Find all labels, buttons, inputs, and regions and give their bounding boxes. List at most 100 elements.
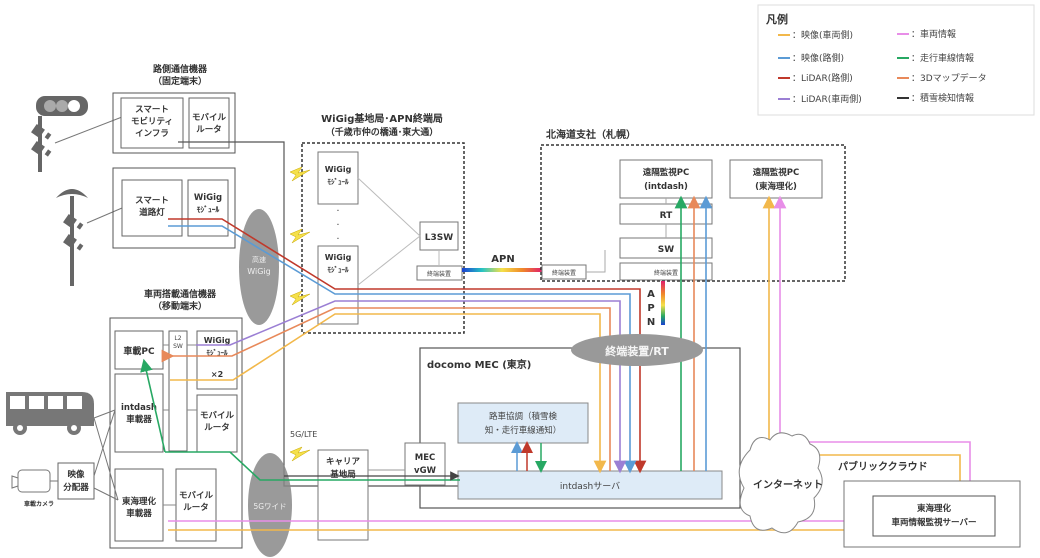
mec-vgw-box [404, 442, 446, 486]
traffic-light-icon [31, 96, 88, 172]
svg-text:インフラ: インフラ [135, 129, 169, 139]
svg-text:MEC: MEC [415, 453, 436, 463]
svg-text:車載PC: 車載PC [123, 345, 155, 357]
svg-text:映像: 映像 [67, 469, 85, 480]
svg-text:(intdash): (intdash) [644, 182, 688, 192]
mec-title: docomo MEC (東京) [427, 358, 531, 371]
svg-text:(東海理化): (東海理化) [755, 181, 797, 192]
terminal-rt-zone [571, 334, 703, 366]
svg-text:intdashサーバ: intdashサーバ [560, 481, 620, 492]
camera-icon [11, 469, 51, 493]
svg-text:：映像(路側): ：映像(路側) [792, 52, 844, 64]
intdash-server-box [457, 470, 723, 500]
svg-text:WiGig: WiGig [325, 165, 352, 174]
legend-item: ：映像(路側) [778, 52, 844, 64]
svg-text:モバイル: モバイル [179, 490, 214, 501]
hokkaido-title: 北海道支社（札幌） [546, 128, 636, 141]
svg-text:終端装置/RT: 終端装置/RT [605, 344, 669, 358]
svg-text:終端装置: 終端装置 [552, 269, 576, 277]
monitor-pc-tokai [729, 159, 823, 199]
svg-text:路車協調（積雪検: 路車協調（積雪検 [489, 411, 558, 422]
legend-item: ：映像(車両側) [778, 29, 853, 41]
roadside-title: 路側通信機器 [153, 63, 208, 75]
svg-text:5Gワイド: 5Gワイド [253, 502, 286, 511]
video-splitter-box [57, 462, 95, 500]
roadside-subtitle: （固定端末） [153, 75, 207, 87]
roadside-box-2 [112, 167, 236, 249]
svg-text:ﾓｼﾞｭｰﾙ: ﾓｼﾞｭｰﾙ [207, 348, 228, 357]
svg-text:SW: SW [173, 343, 183, 350]
svg-text:：3Dマップデータ: ：3Dマップデータ [911, 72, 987, 84]
carrier-station-box [317, 449, 369, 541]
svg-text:車載器: 車載器 [126, 508, 152, 519]
monitor-pc-intdash [619, 159, 713, 199]
svg-text:：LiDAR(車両側): ：LiDAR(車両側) [792, 93, 862, 105]
svg-text:高速: 高速 [252, 255, 266, 264]
svg-text:ﾓｼﾞｭｰﾙ: ﾓｼﾞｭｰﾙ [328, 265, 349, 274]
svg-text:ルータ: ルータ [204, 422, 230, 433]
svg-text:·: · [336, 220, 339, 231]
legend-item: ：3Dマップデータ [897, 72, 987, 84]
svg-text:車両情報監視サーバー: 車両情報監視サーバー [892, 517, 977, 528]
svg-text:分配器: 分配器 [63, 482, 89, 493]
svg-text:WiGig: WiGig [204, 336, 231, 345]
svg-text:ﾓｼﾞｭｰﾙ: ﾓｼﾞｭｰﾙ [197, 204, 220, 214]
svg-text:WiGig: WiGig [325, 253, 352, 262]
svg-text:終端装置: 終端装置 [427, 270, 451, 278]
svg-text:ﾓｼﾞｭｰﾙ: ﾓｼﾞｭｰﾙ [328, 177, 349, 186]
lte-label: 5G/LTE [290, 430, 317, 439]
legend-item: ：LiDAR(車両側) [778, 93, 862, 105]
vehicle-equipment-box [109, 317, 243, 549]
svg-text:P: P [647, 303, 654, 314]
svg-text:モバイル: モバイル [200, 410, 235, 421]
svg-text:知・走行車線通知）: 知・走行車線通知） [485, 425, 562, 436]
vehicle-mobile-router-box [196, 394, 238, 453]
camera-label: 車載カメラ [24, 500, 54, 508]
legend-item: ：LiDAR(路側) [778, 72, 853, 84]
svg-text:車載器: 車載器 [126, 414, 152, 425]
svg-text:東海理化: 東海理化 [122, 496, 157, 507]
svg-text:WiGig: WiGig [194, 193, 222, 203]
apn-link [462, 268, 542, 272]
svg-text:道路灯: 道路灯 [139, 207, 165, 218]
svg-text:L3SW: L3SW [425, 233, 453, 243]
legend: 凡例 ：映像(車両側) ：映像(路側) ：LiDAR(路側) ：LiDAR(車両… [757, 4, 1035, 116]
svg-text:WiGig: WiGig [247, 267, 270, 276]
svg-text:遠隔監視PC: 遠隔監視PC [643, 167, 689, 178]
legend-item: ：車両情報 [897, 28, 956, 40]
svg-text:A: A [647, 289, 655, 300]
streetlight-icon [56, 189, 88, 286]
intdash-onboard-box [114, 373, 164, 453]
roadside-box-1 [112, 92, 236, 154]
svg-text:ルータ: ルータ [183, 502, 209, 513]
svg-text:×2: ×2 [211, 370, 223, 379]
hokkaido-terminal-box [619, 262, 713, 281]
bus-icon [6, 392, 94, 435]
base-station-subtitle: （千歳市仲の橋通･東大通） [326, 126, 439, 138]
tokai-rika-onboard-box [114, 468, 164, 542]
svg-text:終端装置: 終端装置 [654, 269, 678, 277]
vehicle-title: 車両搭載通信機器 [144, 288, 217, 300]
svg-text:：LiDAR(路側): ：LiDAR(路側) [792, 72, 853, 84]
mobile-router-box [188, 97, 230, 149]
svg-text:RT: RT [660, 211, 674, 221]
svg-text:：積雪検知情報: ：積雪検知情報 [911, 92, 974, 104]
public-cloud-title: パブリッククラウド [838, 460, 928, 473]
svg-text:vGW: vGW [414, 466, 437, 476]
svg-text:東海理化: 東海理化 [917, 503, 952, 514]
svg-text:SW: SW [658, 245, 674, 255]
apn-label: APN [491, 254, 514, 265]
legend-item: ：積雪検知情報 [897, 92, 974, 104]
apn-vertical-link [661, 281, 665, 325]
onboard-pc-box [114, 330, 164, 370]
vehicle-subtitle: （移動端末） [153, 300, 207, 312]
svg-text:遠隔監視PC: 遠隔監視PC [753, 167, 799, 178]
svg-text:·: · [336, 234, 339, 245]
svg-text:モバイル: モバイル [192, 112, 227, 123]
high-speed-wigig-zone [239, 209, 279, 325]
svg-text:基地局: 基地局 [329, 469, 356, 480]
legend-item: ：走行車線情報 [897, 52, 974, 64]
smart-mobility-infra-box [120, 97, 184, 149]
internet-cloud-icon [738, 432, 823, 534]
